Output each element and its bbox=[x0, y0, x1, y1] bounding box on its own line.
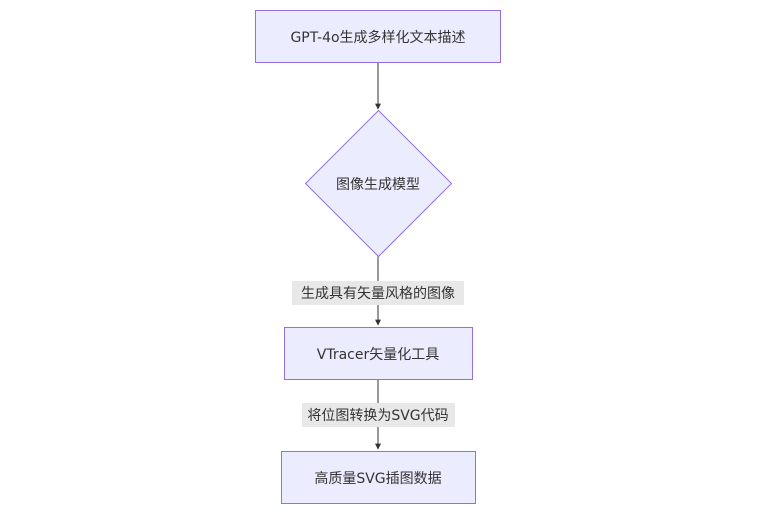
node-label: VTracer矢量化工具 bbox=[317, 347, 439, 363]
node-image-generation-model[interactable]: 图像生成模型 bbox=[304, 109, 453, 258]
edge-label-background bbox=[302, 403, 455, 427]
node-diamond bbox=[304, 109, 453, 258]
edge-label-b-to-c: 生成具有矢量风格的图像 bbox=[292, 281, 464, 305]
edge-label-background bbox=[292, 281, 464, 305]
edge-label-text: 生成具有矢量风格的图像 bbox=[301, 286, 455, 302]
edge-label-c-to-d: 将位图转换为SVG代码 bbox=[302, 403, 455, 427]
node-box bbox=[284, 327, 473, 380]
node-label: 图像生成模型 bbox=[336, 177, 420, 193]
node-label: GPT-4o生成多样化文本描述 bbox=[290, 29, 465, 46]
edge-label-text: 将位图转换为SVG代码 bbox=[307, 407, 448, 424]
node-high-quality-svg-data[interactable]: 高质量SVG插图数据 bbox=[281, 451, 476, 504]
node-box bbox=[281, 451, 476, 504]
node-vtracer-vectorization[interactable]: VTracer矢量化工具 bbox=[284, 327, 473, 380]
node-label: 高质量SVG插图数据 bbox=[314, 470, 441, 487]
node-box bbox=[255, 10, 501, 63]
node-gpt4o-text-description[interactable]: GPT-4o生成多样化文本描述 bbox=[255, 10, 501, 63]
